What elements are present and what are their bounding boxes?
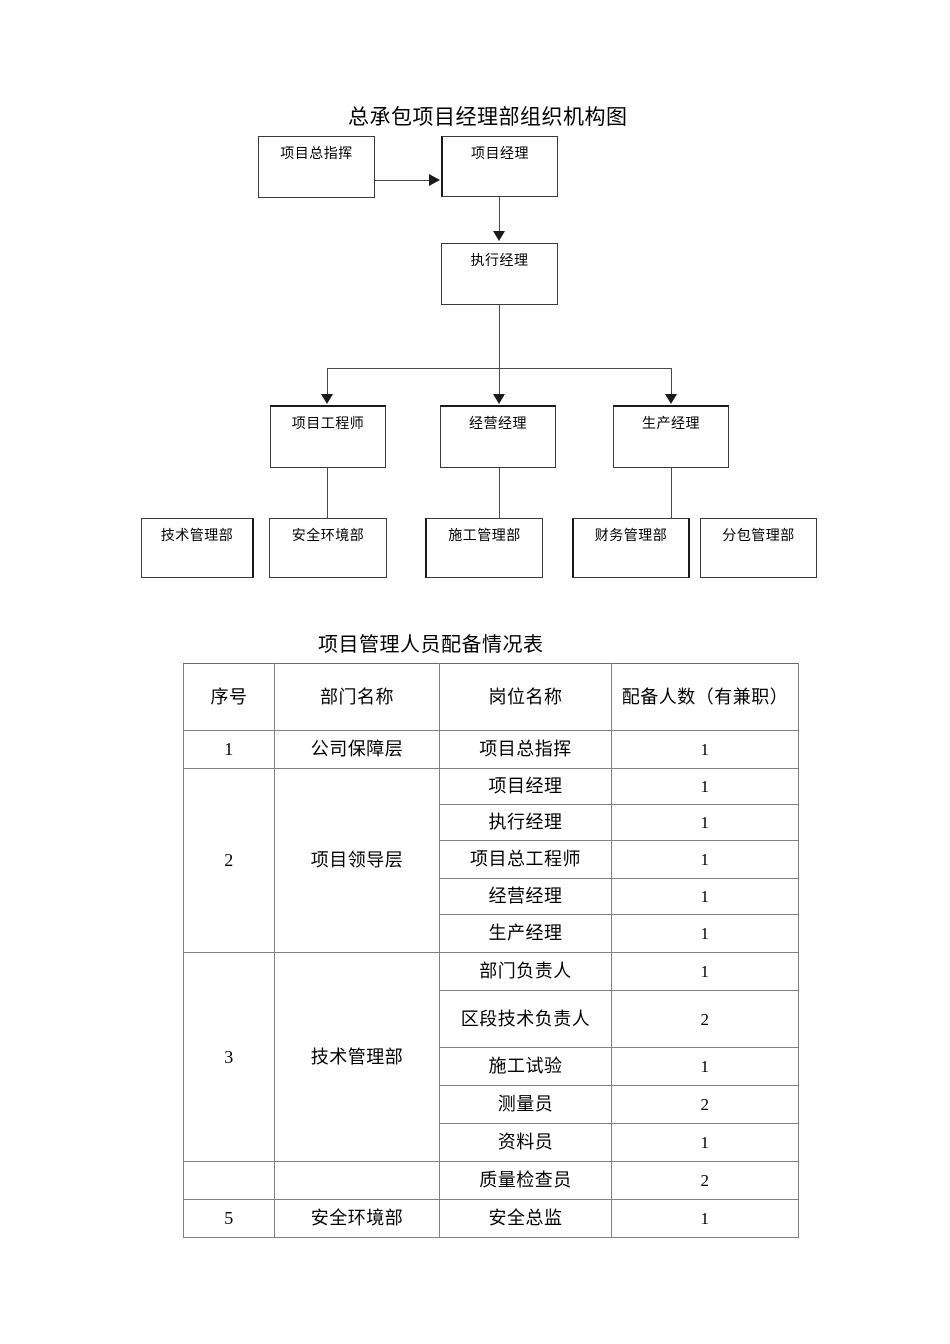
org-node-production-manager: 生产经理 bbox=[613, 405, 729, 468]
org-node-dept-finance-label: 财务管理部 bbox=[594, 529, 668, 544]
org-node-executive-manager-label: 执行经理 bbox=[470, 254, 529, 269]
cell-count: 1 bbox=[611, 1047, 799, 1086]
cell-role: 质量检查员 bbox=[439, 1161, 612, 1200]
table-row: 5 安全环境部 安全总监 1 bbox=[183, 1199, 799, 1238]
arrow-to-production-manager bbox=[665, 394, 677, 404]
connector-production-to-finance-dept bbox=[671, 468, 672, 518]
cell-seq: 3 bbox=[183, 952, 275, 1162]
connector-to-project-engineer bbox=[327, 368, 328, 396]
cell-count: 1 bbox=[611, 804, 799, 841]
cell-dept: 技术管理部 bbox=[274, 952, 440, 1162]
table-row: 2 项目领导层 项目经理 1 bbox=[183, 768, 799, 953]
table-row: 区段技术负责人 2 bbox=[184, 990, 799, 1048]
cell-count: 1 bbox=[611, 1199, 799, 1238]
cell-role: 部门负责人 bbox=[439, 952, 612, 991]
arrow-to-operations-manager bbox=[493, 394, 505, 404]
org-node-dept-subcontract: 分包管理部 bbox=[700, 518, 817, 578]
cell-seq: 1 bbox=[183, 730, 275, 769]
connector-to-production-manager bbox=[671, 368, 672, 396]
cell-count: 1 bbox=[611, 1123, 799, 1162]
org-node-operations-manager-label: 经营经理 bbox=[469, 417, 527, 432]
table-header-count: 配备人数（有兼职） bbox=[611, 663, 799, 731]
table-row: 经营经理 1 bbox=[184, 878, 799, 915]
table-row: 生产经理 1 bbox=[184, 914, 799, 953]
org-node-project-manager: 项目经理 bbox=[441, 136, 558, 197]
cell-role: 施工试验 bbox=[439, 1047, 612, 1086]
table-header-row: 序号 部门名称 岗位名称 配备人数（有兼职） bbox=[183, 663, 799, 731]
cell-role: 测量员 bbox=[439, 1085, 612, 1124]
cell-role: 资料员 bbox=[439, 1123, 612, 1162]
cell-dept: 项目领导层 bbox=[274, 768, 440, 953]
cell-count: 1 bbox=[611, 730, 799, 769]
org-node-dept-construction: 施工管理部 bbox=[425, 518, 543, 578]
connector-operations-to-construction-dept bbox=[499, 468, 500, 518]
cell-role: 执行经理 bbox=[439, 804, 612, 841]
org-node-general-commander: 项目总指挥 bbox=[258, 136, 375, 198]
cell-role: 项目总工程师 bbox=[439, 840, 612, 879]
cell-role: 项目经理 bbox=[439, 768, 612, 805]
org-node-dept-safety-label: 安全环境部 bbox=[291, 529, 365, 544]
table-row: 3 技术管理部 部门负责人 1 bbox=[183, 952, 799, 1162]
cell-role: 安全总监 bbox=[439, 1199, 612, 1238]
table-header-role: 岗位名称 bbox=[439, 663, 612, 731]
cell-count: 1 bbox=[611, 840, 799, 879]
org-node-project-engineer-label: 项目工程师 bbox=[291, 417, 365, 432]
cell-role: 生产经理 bbox=[439, 914, 612, 953]
org-node-project-manager-label: 项目经理 bbox=[471, 147, 529, 162]
cell-count: 1 bbox=[611, 914, 799, 953]
cell-dept: 公司保障层 bbox=[274, 730, 440, 769]
table-header-dept: 部门名称 bbox=[274, 663, 440, 731]
arrow-manager-to-executive bbox=[493, 231, 505, 241]
table-header-seq: 序号 bbox=[183, 663, 275, 731]
cell-count: 1 bbox=[611, 768, 799, 805]
cell-dept: 安全环境部 bbox=[274, 1199, 440, 1238]
cell-count: 2 bbox=[611, 1161, 799, 1200]
cell-seq: 2 bbox=[183, 768, 275, 953]
org-node-dept-construction-label: 施工管理部 bbox=[448, 529, 521, 544]
cell-count: 2 bbox=[611, 1085, 799, 1124]
connector-engineer-to-safety-dept bbox=[327, 468, 328, 518]
connector-manager-to-executive bbox=[499, 197, 500, 233]
connector-executive-stem bbox=[499, 305, 500, 368]
org-node-production-manager-label: 生产经理 bbox=[642, 417, 700, 432]
org-node-dept-technical-label: 技术管理部 bbox=[160, 529, 234, 544]
org-node-dept-subcontract-label: 分包管理部 bbox=[722, 529, 795, 544]
cell-count: 1 bbox=[611, 878, 799, 915]
table-row: 施工试验 1 bbox=[184, 1047, 799, 1086]
cell-seq bbox=[183, 1161, 275, 1200]
table-row: 执行经理 1 bbox=[184, 804, 799, 841]
org-node-executive-manager: 执行经理 bbox=[441, 243, 558, 305]
org-chart-title: 总承包项目经理部组织机构图 bbox=[348, 105, 628, 129]
cell-dept bbox=[274, 1161, 440, 1200]
table-row: 项目总工程师 1 bbox=[184, 840, 799, 879]
table-row: 测量员 2 bbox=[184, 1085, 799, 1124]
cell-count: 2 bbox=[611, 990, 799, 1048]
staffing-table-title: 项目管理人员配备情况表 bbox=[318, 634, 544, 656]
org-node-operations-manager: 经营经理 bbox=[440, 405, 556, 468]
cell-role: 经营经理 bbox=[439, 878, 612, 915]
org-node-general-commander-label: 项目总指挥 bbox=[280, 147, 353, 162]
arrow-to-project-engineer bbox=[321, 394, 333, 404]
cell-role: 项目总指挥 bbox=[439, 730, 612, 769]
table-row: 质量检查员 2 bbox=[183, 1161, 799, 1200]
arrow-commander-to-manager bbox=[429, 174, 440, 186]
table-row: 资料员 1 bbox=[184, 1123, 799, 1162]
org-node-dept-safety: 安全环境部 bbox=[269, 518, 387, 578]
org-node-dept-finance: 财务管理部 bbox=[572, 518, 690, 578]
org-chart-diagram: 总承包项目经理部组织机构图 项目总指挥 项目经理 执行经理 项目工程师 bbox=[0, 0, 950, 600]
cell-seq: 5 bbox=[183, 1199, 275, 1238]
org-node-dept-technical: 技术管理部 bbox=[141, 518, 254, 578]
connector-to-operations-manager bbox=[499, 368, 500, 396]
table-row: 1 公司保障层 项目总指挥 1 bbox=[183, 730, 799, 769]
cell-count: 1 bbox=[611, 952, 799, 991]
cell-role: 区段技术负责人 bbox=[439, 990, 612, 1048]
staffing-table: 序号 部门名称 岗位名称 配备人数（有兼职） 1 公司保障层 项目总指挥 1 2… bbox=[183, 663, 799, 1238]
connector-commander-to-manager bbox=[375, 180, 430, 181]
org-node-project-engineer: 项目工程师 bbox=[270, 405, 386, 468]
